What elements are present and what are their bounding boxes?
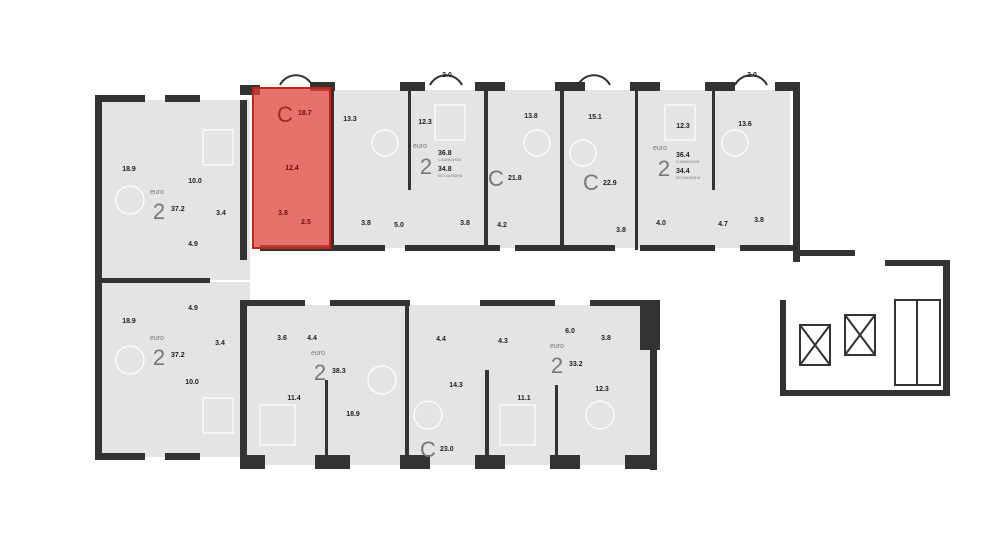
room-area: 15.1 (588, 114, 602, 121)
unit-type: C (277, 102, 293, 127)
unit-prefix: euro (311, 350, 325, 357)
unit-type: 2 (658, 156, 670, 181)
room-area: 11.4 (287, 395, 300, 402)
room-area: 3.8 (754, 217, 764, 224)
unit-euro2-37-2-top[interactable]: euro 2 37.2 18.9 10.0 3.4 4.9 (122, 166, 226, 248)
room-area: 3.8 (278, 210, 288, 217)
selected-unit-highlight[interactable] (252, 87, 331, 249)
room-area: 18.9 (122, 166, 136, 173)
unit-type: 2 (153, 199, 165, 224)
unit-euro2-36-8[interactable]: euro 2 36.8 С БАЛКОНОМ 34.8 БЕЗ БАЛКОНА … (343, 72, 463, 229)
unit-prefix: euro (150, 335, 164, 342)
unit-studio-23-0[interactable]: C 23.0 14.3 4.4 (420, 336, 463, 462)
stair-core (799, 299, 941, 386)
unit-euro2-36-4[interactable]: euro 2 36.4 С БАЛКОНОМ 34.4 БЕЗ БАЛКОНА … (653, 72, 764, 228)
room-area: 5.0 (394, 222, 404, 229)
room-area: 4.2 (497, 222, 507, 229)
walls (95, 82, 950, 470)
no-balcony-note: БЕЗ БАЛКОНА (438, 174, 463, 178)
room-area: 13.6 (738, 121, 752, 128)
room-area: 4.3 (498, 338, 508, 345)
with-balcony-note: С БАЛКОНОМ (676, 160, 699, 164)
unit-prefix: euro (413, 143, 427, 150)
unit-type: 2 (314, 360, 326, 385)
unit-total-area: 37.2 (171, 352, 185, 359)
unit-total-area: 33.2 (569, 361, 583, 368)
room-area: 4.0 (656, 220, 666, 227)
unit-total-area: 21.8 (508, 175, 522, 182)
unit-type: C (420, 437, 436, 462)
unit-euro2-37-2-bottom[interactable]: euro 2 37.2 4.9 18.9 3.4 10.0 (122, 305, 225, 386)
room-area: 10.0 (185, 379, 199, 386)
room-area: 3.8 (361, 220, 371, 227)
room-area: 12.4 (285, 165, 299, 172)
room-area: 4.9 (188, 305, 198, 312)
room-area: 4.9 (188, 241, 198, 248)
furniture-outlines (115, 104, 749, 446)
unit-euro2-33-2[interactable]: euro 2 33.2 4.3 11.1 6.0 3.8 12.3 (498, 328, 611, 402)
no-balcony-note: БЕЗ БАЛКОНА (676, 176, 701, 180)
room-area: 4.7 (718, 221, 728, 228)
unit-total-area: 38.3 (332, 368, 346, 375)
room-floors (100, 90, 790, 465)
unit-total-area: 37.2 (171, 206, 185, 213)
room-area: 4.4 (307, 335, 317, 342)
unit-total-area: 18.7 (298, 110, 312, 117)
room-area: 3.4 (215, 340, 225, 347)
unit-total-area: 36.8 (438, 150, 452, 157)
unit-type: 2 (420, 154, 432, 179)
room-area: 3.6 (277, 335, 287, 342)
unit-studio-18-7[interactable]: C 18.7 12.4 3.8 2.5 (277, 102, 312, 226)
unit-type: 2 (551, 353, 563, 378)
room-area: 6.0 (565, 328, 575, 335)
room-area: 18.9 (346, 411, 360, 418)
unit-prefix: euro (150, 189, 164, 196)
room-area: 12.3 (676, 123, 690, 130)
room-area: 13.8 (524, 113, 538, 120)
unit-total-no-balcony: 34.8 (438, 166, 452, 173)
unit-type: C (488, 166, 504, 191)
unit-total-area: 23.0 (440, 446, 454, 453)
room-area: 4.4 (436, 336, 446, 343)
room-area: 14.3 (449, 382, 463, 389)
unit-total-no-balcony: 34.4 (676, 168, 690, 175)
balconies (279, 74, 768, 86)
unit-studio-22-9[interactable]: C 22.9 15.1 3.8 (583, 114, 626, 234)
room-area: 18.9 (122, 318, 136, 325)
unit-type: 2 (153, 345, 165, 370)
unit-total-area: 22.9 (603, 180, 617, 187)
balcony-area: 2.0 (442, 72, 452, 79)
unit-euro2-38-3[interactable]: euro 2 38.3 3.6 4.4 11.4 18.9 (277, 335, 360, 418)
with-balcony-note: С БАЛКОНОМ (438, 158, 461, 162)
unit-prefix: euro (653, 145, 667, 152)
room-area: 3.4 (216, 210, 226, 217)
room-area: 13.3 (343, 116, 357, 123)
unit-type: C (583, 170, 599, 195)
room-area: 11.1 (517, 395, 530, 402)
room-area: 10.0 (188, 178, 202, 185)
room-area: 2.5 (301, 219, 311, 226)
unit-total-area: 36.4 (676, 152, 690, 159)
balcony-area: 2.0 (747, 72, 757, 79)
room-area: 3.8 (616, 227, 626, 234)
room-area: 3.8 (460, 220, 470, 227)
unit-studio-21-8[interactable]: C 21.8 13.8 3.8 4.2 (460, 113, 538, 229)
room-area: 12.3 (418, 119, 432, 126)
room-area: 3.8 (601, 335, 611, 342)
unit-prefix: euro (550, 343, 564, 350)
room-area: 12.3 (595, 386, 609, 393)
